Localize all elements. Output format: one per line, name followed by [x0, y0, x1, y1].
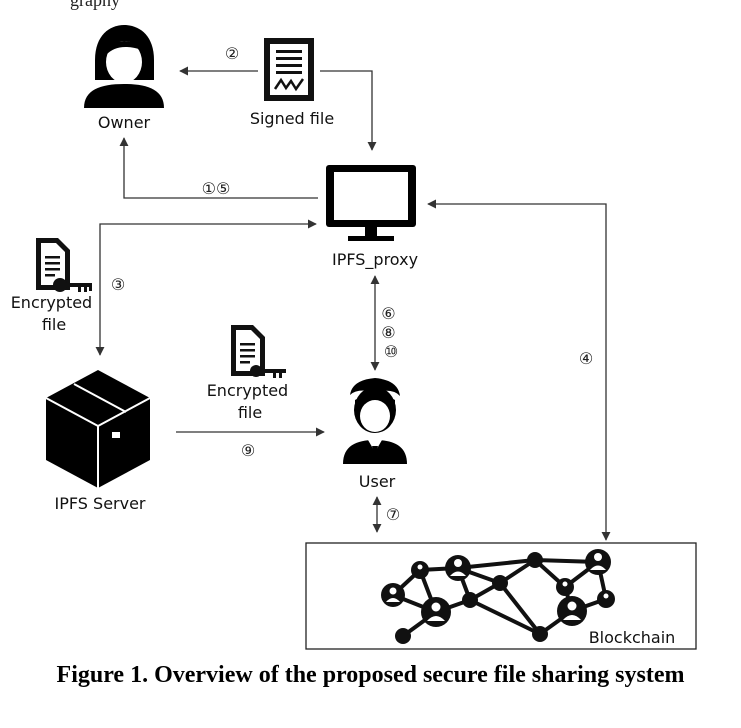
- step-9-label: ⑨: [241, 441, 255, 460]
- arrow-server-proxy: [95, 219, 317, 356]
- encrypted-file-left-line-1: Encrypted: [11, 293, 93, 312]
- arrow-proxy-blockchain: [427, 199, 611, 541]
- step-10-line: ⑩: [384, 342, 398, 361]
- arrow-proxy-to-owner: [119, 137, 318, 199]
- step-2-label: ②: [225, 44, 239, 63]
- step-8-line: ⑧: [381, 323, 395, 342]
- key-icon: [53, 278, 92, 292]
- step-6-line: ⑥: [381, 304, 395, 323]
- key-icon: [250, 365, 286, 378]
- ipfs-server-label: IPFS Server: [55, 494, 146, 513]
- blockchain-network: [381, 549, 615, 644]
- figure-caption: Figure 1. Overview of the proposed secur…: [56, 662, 685, 688]
- encrypted-file-mid-line-2: file: [238, 403, 262, 422]
- server-box-icon: [45, 370, 151, 488]
- signed-file-label: Signed file: [250, 109, 334, 128]
- owner-label: Owner: [98, 113, 151, 132]
- owner-icon: [84, 25, 164, 108]
- signed-file-icon: [264, 38, 314, 101]
- encrypted-file-left-label: Encrypted file: [11, 293, 98, 334]
- user-label: User: [359, 472, 396, 491]
- encrypted-file-left-line-2: file: [42, 315, 66, 334]
- blockchain-label: Blockchain: [589, 628, 676, 647]
- step-6-8-10-label: ⑥ ⑧ ⑩: [381, 304, 400, 361]
- user-icon: [343, 378, 407, 464]
- monitor-icon: [326, 165, 416, 241]
- step-3-label: ③: [111, 275, 125, 294]
- blockchain-box: [305, 542, 697, 650]
- proxy-label: IPFS_proxy: [332, 250, 418, 270]
- encrypted-file-mid-label: Encrypted file: [207, 381, 294, 422]
- encrypted-file-icon: [36, 238, 70, 290]
- arrow-signed-to-proxy: [320, 70, 377, 151]
- encrypted-file-mid-line-1: Encrypted: [207, 381, 289, 400]
- step-7-label: ⑦: [386, 505, 400, 524]
- step-1-5-label: ①⑤: [202, 179, 231, 198]
- step-4-label: ④: [579, 349, 593, 368]
- top-text-fragment: graphy: [70, 0, 120, 10]
